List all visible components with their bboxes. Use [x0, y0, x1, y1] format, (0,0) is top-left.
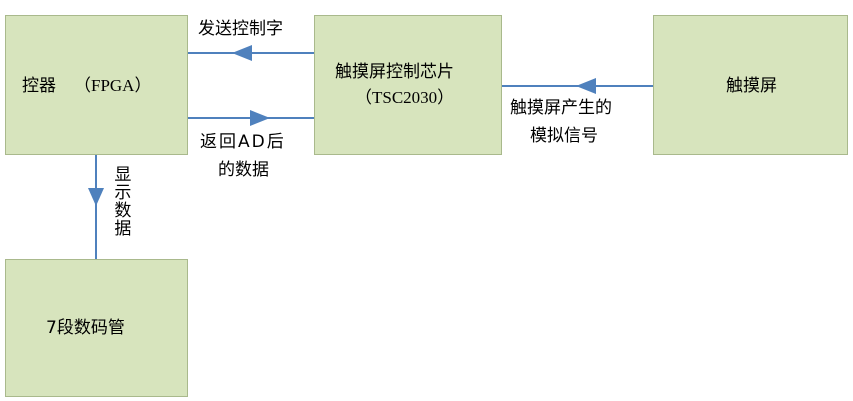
send-control-word-label: 发送控制字	[198, 19, 283, 39]
touch-controller-chip-label: 触摸屏控制芯片	[335, 62, 454, 82]
touch-screen-block: 触摸屏	[653, 15, 848, 155]
return-data-label-line1: 返回AD后	[200, 132, 286, 152]
analog-signal-label-line1: 触摸屏产生的	[510, 98, 612, 118]
send-control-word-arrowhead	[232, 45, 252, 61]
touch-controller-chip-model: （TSC2030）	[355, 88, 455, 107]
display-data-arrowhead	[88, 188, 104, 206]
touch-controller-chip-block: 触摸屏控制芯片 （TSC2030）	[314, 15, 502, 155]
controller-fpga-block: 控器 （FPGA）	[5, 15, 188, 155]
touch-screen-label: 触摸屏	[726, 76, 777, 96]
seven-segment-display-label: 7段数码管	[46, 318, 125, 338]
controller-fpga-label: （FPGA）	[74, 76, 152, 95]
seven-segment-display-block: 7段数码管	[5, 259, 188, 397]
display-data-label: 显示数据	[110, 165, 131, 237]
return-data-arrowhead	[250, 110, 270, 126]
controller-label: 控器	[22, 76, 56, 96]
analog-signal-label-line2: 模拟信号	[530, 126, 598, 146]
analog-signal-arrowhead	[576, 78, 596, 94]
return-data-label-line2: 的数据	[218, 160, 269, 180]
